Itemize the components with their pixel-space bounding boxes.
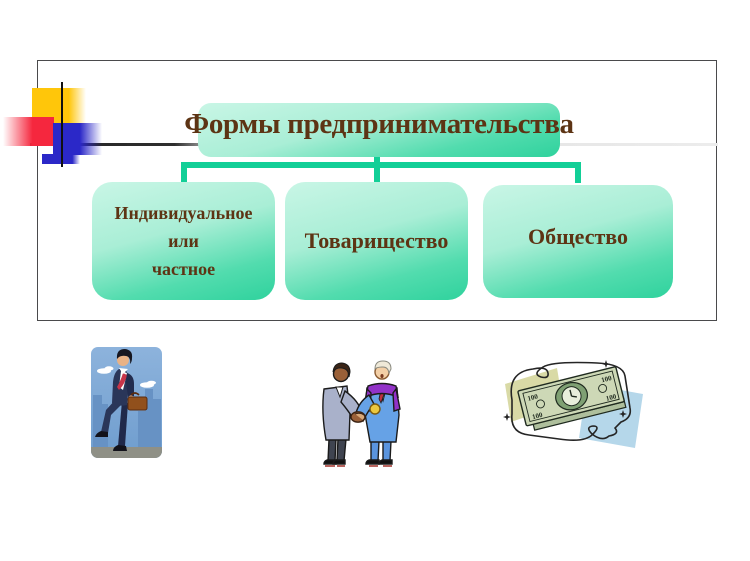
diagram-node-individual[interactable]: Индивидуальное или частное bbox=[92, 182, 275, 300]
diagram-node-society[interactable]: Общество bbox=[483, 185, 673, 298]
node-label: Общество bbox=[527, 223, 629, 249]
decor-vertical-line bbox=[60, 82, 63, 167]
businessman-clipart[interactable] bbox=[89, 343, 165, 464]
svg-text:100: 100 bbox=[527, 392, 540, 402]
node-label: Товарищество bbox=[304, 228, 449, 253]
diagram-root-node[interactable] bbox=[198, 103, 560, 157]
businessman-figure bbox=[95, 349, 148, 451]
connector-stub-society bbox=[575, 162, 581, 183]
connector-root-stub bbox=[373, 155, 380, 164]
left-man bbox=[322, 362, 363, 465]
right-man bbox=[355, 360, 401, 465]
banknote-stack: 100 100 100 100 bbox=[517, 366, 627, 431]
svg-text:100: 100 bbox=[600, 374, 613, 384]
svg-text:100: 100 bbox=[605, 392, 618, 402]
squiggle-wire bbox=[510, 361, 632, 441]
clouds bbox=[97, 366, 156, 388]
connector-stub-partnership bbox=[373, 162, 380, 183]
diagram-root-label: Формы предпринимательства bbox=[184, 108, 574, 140]
money-clipart[interactable]: 100 100 100 100 bbox=[499, 354, 649, 457]
svg-text:100: 100 bbox=[531, 411, 544, 421]
joined-hands bbox=[350, 411, 366, 423]
connector-horizontal bbox=[180, 162, 581, 168]
sparkles bbox=[503, 360, 627, 421]
connector-stub-individual bbox=[180, 162, 187, 183]
decor-red-square bbox=[3, 117, 54, 146]
diagram-node-partnership[interactable]: Товарищество bbox=[285, 182, 468, 300]
handshake-clipart[interactable] bbox=[303, 357, 407, 469]
node-label: Индивидуальное или частное bbox=[114, 203, 253, 279]
diagram-frame bbox=[37, 60, 717, 321]
